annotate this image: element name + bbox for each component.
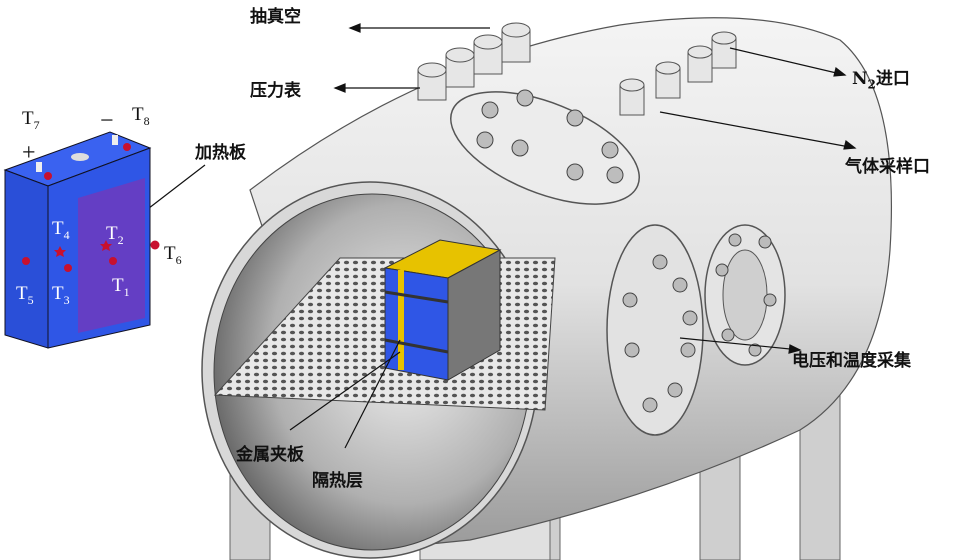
- leader-lines: [139, 23, 857, 449]
- label-insulation: 隔热层: [312, 471, 363, 491]
- n2-text: N: [852, 69, 868, 89]
- heating-plate: [78, 178, 145, 333]
- sensor-t1: T1: [112, 275, 130, 299]
- label-n2-inlet: N2进口: [852, 64, 910, 91]
- label-vacuum: 抽真空: [250, 7, 301, 27]
- n2-suffix: 进口: [875, 69, 910, 89]
- sensor-t3: T3: [52, 283, 70, 307]
- plus-terminal: +: [22, 140, 36, 166]
- n2-subscript: 2: [867, 77, 876, 92]
- label-metal-clamp: 金属夹板: [236, 445, 304, 465]
- vacuum-ports: [417, 22, 531, 101]
- label-voltage-temp: 电压和温度采集: [792, 351, 911, 371]
- sensor-t2: T2: [106, 223, 124, 247]
- label-heating-plate: 加热板: [195, 143, 246, 163]
- label-gas-sampling: 气体采样口: [845, 157, 930, 177]
- sampling-flange: [450, 91, 640, 205]
- n2-inlet-ports: [619, 31, 737, 116]
- label-pressure-gauge: 压力表: [250, 81, 301, 101]
- side-flange-1: [606, 224, 704, 436]
- sensor-t6: T6: [164, 243, 182, 267]
- sensor-t7: T7: [22, 108, 40, 132]
- sensor-t4: T4: [52, 218, 70, 242]
- sensor-dots: [22, 143, 160, 272]
- flange-bolts: [476, 89, 624, 184]
- sensor-t8: T8: [132, 104, 150, 128]
- battery-module: [383, 239, 502, 381]
- battery-diagram: [3, 131, 160, 349]
- sensor-t5: T5: [16, 283, 34, 307]
- minus-terminal: −: [100, 108, 114, 134]
